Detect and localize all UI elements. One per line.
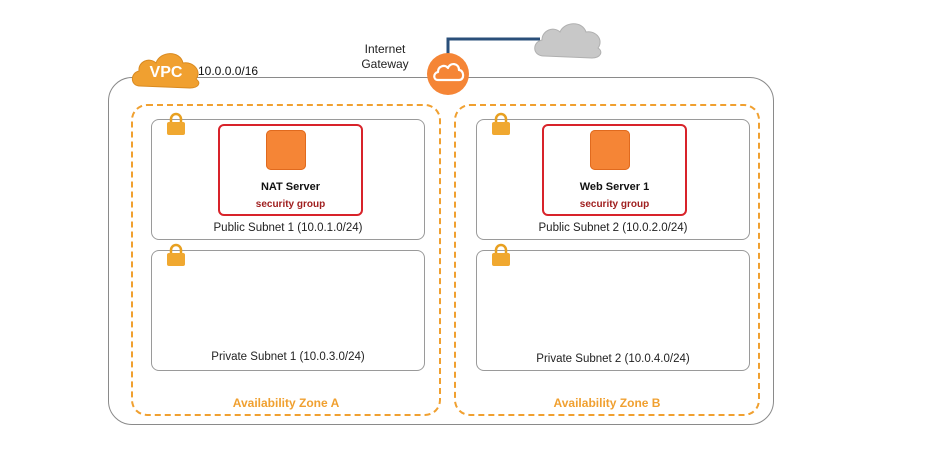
vpc-badge-label: VPC (149, 64, 183, 81)
public-subnet-1-label: Public Subnet 1 (10.0.1.0/24) (213, 222, 363, 234)
security-group-label: security group (579, 199, 650, 210)
vpc-cloud-icon (131, 53, 200, 89)
internet-cloud-icon (534, 23, 602, 59)
nat-server-label: NAT Server (260, 181, 321, 193)
security-group-label: security group (255, 199, 326, 210)
private-subnet-2 (476, 250, 750, 371)
availability-zone-b-label: Availability Zone B (553, 396, 661, 410)
gateway-label-line2: Gateway (361, 57, 409, 71)
availability-zone-a-label: Availability Zone A (232, 396, 340, 410)
lock-icon (492, 112, 510, 135)
private-subnet-1-label: Private Subnet 1 (10.0.3.0/24) (211, 351, 365, 363)
internet-gateway-icon (427, 53, 469, 95)
ec2-instance-icon (590, 130, 630, 170)
availability-zone-b (454, 104, 760, 416)
private-subnet-1 (151, 250, 425, 371)
availability-zone-a (131, 104, 441, 416)
lock-icon (167, 243, 185, 266)
private-subnet-2-label: Private Subnet 2 (10.0.4.0/24) (536, 353, 690, 365)
lock-icon (492, 243, 510, 266)
vpc-cidr: 10.0.0.0/16 (198, 64, 259, 78)
gateway-label-line1: Internet (364, 42, 406, 56)
internet-gateway-label: Internet Gateway (345, 42, 425, 72)
web-server-label: Web Server 1 (579, 181, 650, 193)
lock-icon (167, 112, 185, 135)
public-subnet-2-label: Public Subnet 2 (10.0.2.0/24) (538, 222, 688, 234)
ec2-instance-icon (266, 130, 306, 170)
